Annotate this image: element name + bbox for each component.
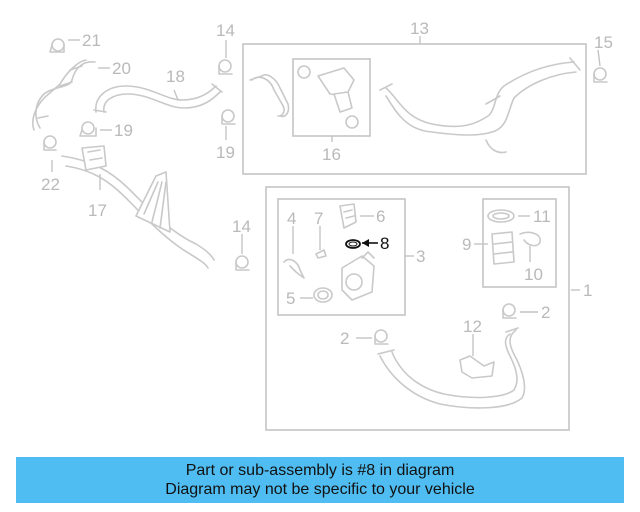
assembly-3-frame — [277, 198, 406, 316]
clamp-2-right — [502, 303, 517, 319]
hose-long-13 — [379, 57, 581, 154]
clamp-19-left — [79, 121, 97, 137]
callout-19-right: 19 — [216, 143, 235, 162]
fitting-9 — [491, 231, 515, 265]
gasket-5 — [313, 287, 333, 303]
callout-4: 4 — [287, 209, 296, 228]
callout-13: 13 — [410, 19, 429, 38]
clamp-22 — [43, 135, 57, 151]
callout-18: 18 — [166, 67, 185, 86]
callout-7: 7 — [314, 209, 323, 228]
assembly-13-frame — [242, 43, 587, 175]
callout-2-left: 2 — [340, 329, 349, 348]
banner-line-2: Diagram may not be specific to your vehi… — [165, 481, 475, 498]
callout-21: 21 — [82, 31, 101, 50]
leader-lines — [51, 36, 601, 356]
callout-22: 22 — [41, 175, 60, 194]
callout-14-bottom: 14 — [232, 217, 251, 236]
assembly-9-frame — [482, 198, 557, 288]
callout-17: 17 — [88, 201, 107, 220]
clip-10 — [519, 231, 541, 247]
info-banner: Part or sub-assembly is #8 in diagram Di… — [16, 457, 624, 503]
assembly-16-frame — [292, 58, 371, 137]
callout-11: 11 — [533, 207, 551, 226]
callout-15: 15 — [594, 33, 613, 52]
callout-12: 12 — [463, 317, 482, 336]
callout-19-left: 19 — [114, 121, 133, 140]
hose-18 — [93, 83, 223, 113]
pipe-17 — [61, 145, 215, 269]
clamp-21 — [49, 38, 65, 53]
clip-4 — [283, 258, 305, 279]
o-ring-11 — [487, 209, 515, 223]
outlet-16 — [297, 65, 359, 129]
callout-3: 3 — [416, 247, 425, 266]
callout-6: 6 — [376, 207, 385, 226]
banner-line-1: Part or sub-assembly is #8 in diagram — [185, 462, 455, 479]
callout-8: 8 — [380, 234, 389, 253]
clip-7 — [315, 249, 327, 259]
sensor-6 — [339, 203, 357, 229]
callout-14-top: 14 — [216, 21, 235, 40]
clamp-2-left — [374, 329, 389, 345]
callout-1: 1 — [583, 281, 592, 300]
callout-10: 10 — [524, 265, 543, 284]
clamp-15 — [593, 67, 608, 83]
callout-9: 9 — [462, 235, 471, 254]
parts-diagram: 21 20 18 19 22 17 14 19 14 13 15 16 1 3 … — [32, 19, 613, 431]
hose-20 — [32, 59, 96, 131]
hose-1 — [377, 327, 526, 409]
callout-16: 16 — [322, 145, 341, 164]
callout-20: 20 — [112, 59, 131, 78]
clamp-19-right — [221, 109, 236, 125]
o-ring-8 — [345, 239, 361, 249]
assembly-1-frame — [265, 186, 570, 431]
clamp-14-top — [218, 59, 233, 75]
clamp-14-bottom — [235, 255, 250, 271]
flange-3 — [341, 251, 375, 301]
hose-small-13 — [249, 73, 290, 118]
bracket-12 — [459, 355, 495, 379]
callout-2-right: 2 — [541, 303, 550, 322]
callout-5: 5 — [286, 289, 295, 308]
